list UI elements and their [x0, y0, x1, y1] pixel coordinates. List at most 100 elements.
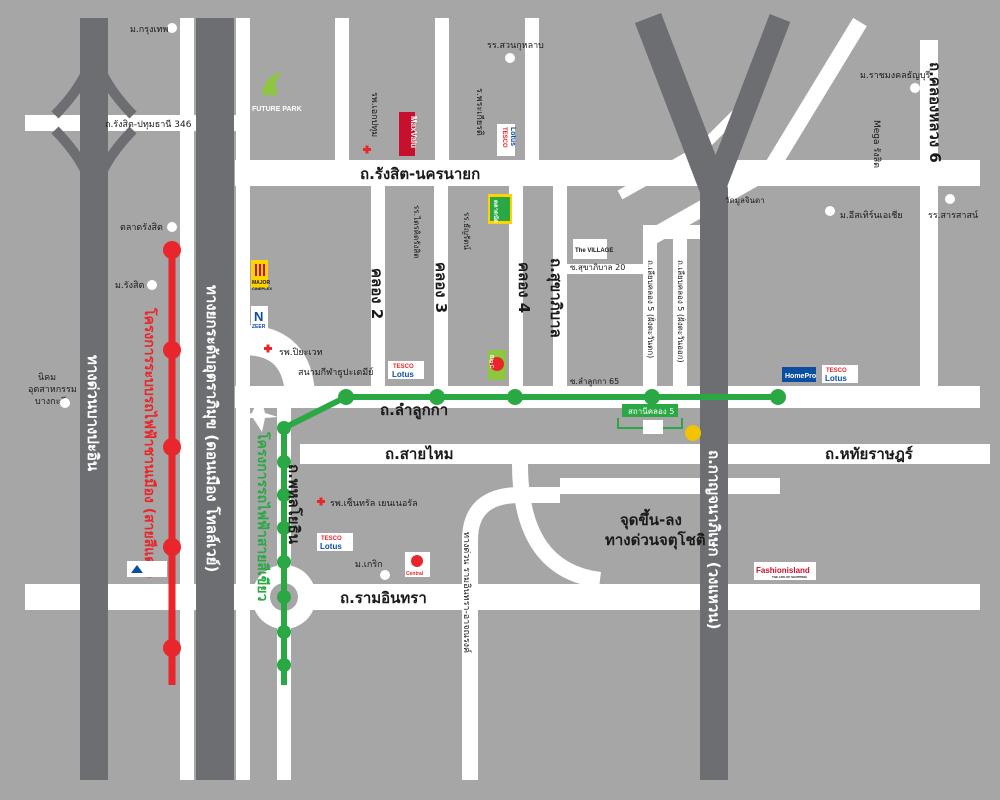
- logo-zeer: N ZEER: [251, 306, 268, 330]
- road-sukhaphiban: [553, 186, 567, 386]
- label-khlong3: คลอง 3: [432, 262, 450, 313]
- road-liab-khlong5-east: [673, 235, 687, 390]
- label-saimai: ถ.สายไหม: [385, 444, 453, 463]
- tesco-south-bg: [317, 533, 353, 551]
- road-north-2: [435, 18, 449, 178]
- label-red-line: โครงการระบบรถไฟฟ้าชานเมือง (สายสีแดง): [141, 307, 159, 579]
- srt-logo-icon: [643, 420, 663, 434]
- logo-major: MAJOR CINEPLEX: [251, 260, 272, 291]
- tree-icon: [167, 222, 177, 232]
- tesco-khlong2-bg: [388, 361, 424, 379]
- road-liab-khlong5-west: [643, 235, 657, 390]
- green-line-station: [277, 625, 291, 639]
- fashion-island-sub-label: THE LIFE OF SHOPPING: [772, 575, 808, 579]
- label-green-line: โครงการรถไฟฟ้าสายสีเขียว: [254, 431, 272, 602]
- expressway-logo-icon: [131, 565, 143, 573]
- logo-maxvalu: [399, 112, 415, 156]
- tree-icon: [945, 194, 955, 204]
- label-exit-2: ทางด่วนจตุโชติ: [605, 530, 706, 550]
- road-north-3: [525, 18, 539, 178]
- zeer-bg: [251, 306, 268, 330]
- place-rangsit-market: ตลาดรังสิต: [120, 222, 163, 233]
- logo-tesco-north: TESCO Lotus: [497, 124, 516, 156]
- dot-icon: [285, 367, 295, 377]
- road-rangsit-nakhonnayok: [235, 160, 980, 186]
- place-industrial-3: บางกะดี: [35, 396, 66, 407]
- label-don-mueang-tollway: ทางยกระดับอุตราภิมุข (ดอนเมือง โทลล์เวย์…: [202, 285, 222, 572]
- place-central-hospital: รพ.เซ็นทรัล เยนเนอรัล: [330, 496, 418, 509]
- place-bangkok-uni: ม.กรุงเทพ: [130, 25, 168, 35]
- label-khlong6: ถ.คลองหลวง 6: [926, 62, 944, 163]
- road-expressway-ramintra-north: [462, 487, 560, 780]
- tree-icon: [910, 83, 920, 93]
- place-rangsit-uni: ม.รังสิต: [115, 280, 145, 291]
- major-bar: [259, 264, 261, 276]
- place-wat-mulchinda: วัดมูลจินดา: [725, 196, 765, 206]
- road-service-east: [236, 18, 250, 780]
- road-ramintra: [25, 584, 980, 610]
- place-markers: ม.กรุงเทพ ตลาดรังสิต ม.รังสิต นิคม อุตสา…: [28, 23, 978, 580]
- place-rajamangala-uni: ม.ราชมงคลธัญบุรี: [860, 70, 931, 81]
- major-label: MAJOR: [252, 280, 270, 286]
- label-khlong2: คลอง 2: [368, 268, 386, 319]
- village-label: The VILLAGE: [575, 248, 613, 254]
- dot-icon: [60, 398, 70, 408]
- village-bg: [573, 239, 607, 259]
- tree-icon: [825, 206, 835, 216]
- label-rangsit-pathum: ถ.รังสิต-ปทุมธานี 346: [105, 119, 192, 130]
- label-phahonyothin: ถ.พหลโยธิน: [285, 464, 304, 545]
- place-bimjai-hospital: รพ.ปิยะเวท: [279, 347, 323, 358]
- road-khlong2: [371, 186, 385, 386]
- road-north-1: [335, 18, 349, 178]
- label-soi-sukhaphiban-20: ซ.สุขาภิบาล 20: [570, 263, 625, 272]
- tesco-khlong2-label: TESCO: [393, 364, 414, 370]
- label-soi-lamlukka-65: ซ.ลำลูกกา 65: [570, 377, 619, 387]
- red-line-station: [163, 639, 181, 657]
- road-khlong4: [509, 186, 523, 386]
- place-school-sarasas: รร.สารสาสน์: [928, 209, 978, 221]
- red-line-station: [163, 438, 181, 456]
- place-bangpho-hospital: รพ.เอกปทุม: [369, 92, 379, 137]
- green-line-station: [277, 488, 291, 502]
- road-hathairat-branch: [560, 478, 780, 494]
- maxvalu-label: MaxValu: [409, 116, 418, 148]
- lotus-south-label: Lotus: [320, 542, 342, 551]
- market-inner: [490, 197, 510, 221]
- label-exit-1: จุดขึ้น-ลง: [620, 508, 682, 530]
- big-c-circle: [490, 357, 504, 371]
- homepro-bg: [782, 367, 816, 382]
- fashion-island-bg: [754, 562, 816, 580]
- road-airport-curve: [242, 325, 315, 401]
- green-line-station: [277, 590, 291, 604]
- green-line-station: [277, 421, 291, 435]
- logo-big-c: Big C: [488, 350, 506, 380]
- tesco-north-bg: [497, 124, 515, 156]
- label-liab-khlong5-east: ถ.เลียบคลอง 5 (ฝั่งตะวันออก): [676, 260, 687, 363]
- road-ne-diagonal: [646, 17, 867, 245]
- tree-icon: [167, 23, 177, 33]
- major-sub-label: CINEPLEX: [252, 286, 272, 291]
- future-park-label: FUTURE PARK: [252, 106, 302, 113]
- label-sukhaphiban: ถ.สุขาภิบาล: [546, 258, 565, 338]
- place-school-kanchana: รร.ธัญรัตน์: [462, 212, 472, 250]
- hospital-icons: [264, 145, 371, 506]
- place-eastern-asia-uni: ม.อีสเทิร์นเอเชีย: [840, 209, 903, 221]
- green-line-station: [338, 389, 354, 405]
- label-kanchanaphisek: ถ.กาญจนาภิเษก (วงแหวน): [705, 450, 723, 629]
- major-bar: [263, 264, 265, 276]
- expressway-interchange-top: [51, 39, 137, 119]
- label-ramintra: ถ.รามอินทรา: [340, 589, 427, 607]
- homepro-label: HomePro: [785, 373, 816, 380]
- road-khlong6-south: [920, 186, 938, 386]
- logo-tesco-south: TESCO Lotus: [317, 533, 353, 551]
- tree-icon: [505, 53, 515, 63]
- fashion-island-label: Fashionisland: [756, 566, 810, 575]
- tesco-south-label: TESCO: [321, 536, 342, 542]
- red-line-station: [163, 341, 181, 359]
- place-prince-mahidol: ร.พระเกียรติ: [474, 88, 485, 136]
- expressway-logo-bg: [127, 561, 167, 577]
- green-line-station: [277, 658, 291, 672]
- expressway-interchange-bottom: [51, 126, 137, 206]
- central-label: Central: [406, 571, 424, 577]
